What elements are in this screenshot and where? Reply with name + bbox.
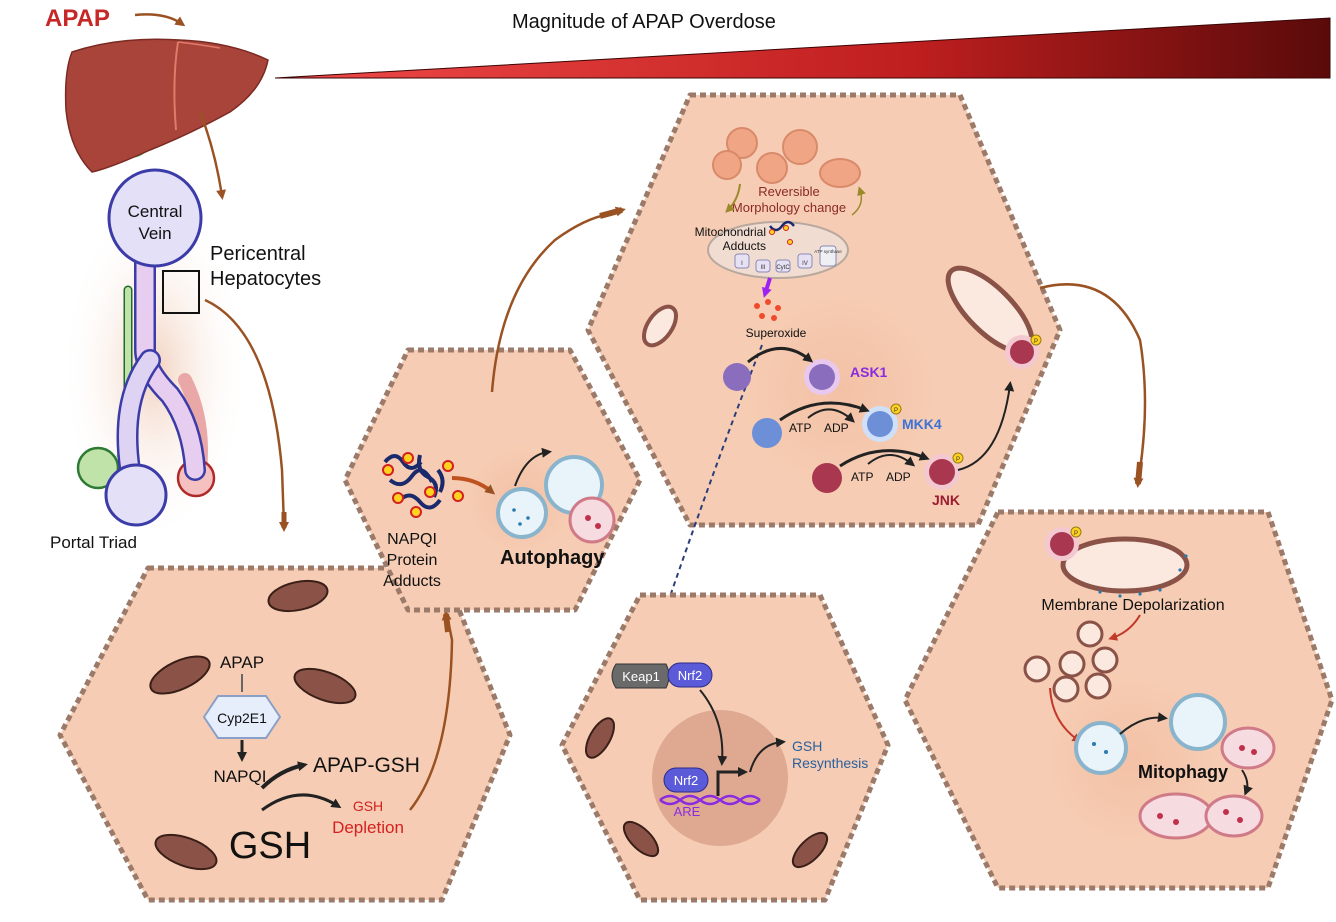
ask1-inactive [723, 363, 751, 391]
svg-text:III: III [760, 265, 765, 271]
mitochondria-swollen-group [712, 127, 861, 188]
liver-to-lobule-arrow [198, 111, 227, 200]
depletion-to-adducts-arrow [409, 619, 454, 811]
mkk4-label: MKK4 [902, 416, 942, 432]
nrf2-nuclear-label: Nrf2 [674, 773, 699, 788]
napqi-label: NAPQI [214, 767, 267, 786]
superoxide-label: Superoxide [746, 326, 807, 340]
mitochondrion-inner-left [642, 304, 678, 348]
lysosome-degradation-icon [1138, 792, 1264, 840]
adducts-label-1: NAPQI [387, 531, 437, 548]
depolarization-label: Membrane Depolarization [1041, 597, 1224, 614]
mkk4-inactive [752, 418, 782, 448]
atp-label-1: ATP [789, 421, 811, 435]
mkk4-active [867, 411, 893, 437]
depletion-label: Depletion [332, 818, 404, 837]
mito-to-mitophagy-arrow [1039, 283, 1147, 471]
liver-icon [64, 38, 269, 173]
adducts-label-3: Adducts [383, 573, 441, 590]
svg-text:P: P [1074, 531, 1078, 537]
central-vein-label-2: Vein [138, 224, 171, 243]
reversible-label-2: Morphology change [732, 200, 846, 215]
overdose-gradient-title: Magnitude of APAP Overdose [512, 11, 776, 33]
svg-text:P: P [956, 457, 960, 463]
are-label: ARE [674, 804, 701, 819]
cyp2e1-enzyme [202, 695, 282, 739]
pericentral-label-2: Hepatocytes [210, 268, 321, 290]
napqi-adducts-cluster [382, 452, 464, 518]
apap-to-liver-arrow [134, 13, 186, 27]
mkk4-phospho [890, 403, 902, 415]
ask1-active [809, 364, 835, 390]
liver-lobule [60, 168, 250, 545]
mitochondrion-etc: I III CytC IV ATP synthase [707, 220, 849, 279]
apap-label: APAP [220, 653, 264, 672]
svg-text:P: P [894, 408, 898, 414]
apap-gsh-label: APAP-GSH [313, 754, 420, 777]
atp-label-2: ATP [851, 470, 873, 484]
mito-adducts-label-2: Adducts [723, 239, 766, 253]
ask1-label: ASK1 [850, 364, 888, 380]
nucleus [652, 710, 788, 846]
dna-helix [659, 794, 761, 806]
gsh-resynthesis-label-2: Resynthesis [792, 755, 868, 771]
mitochondria-group-4 [585, 717, 829, 869]
svg-text:P: P [1034, 339, 1038, 345]
adp-label-1: ADP [824, 421, 849, 435]
mitochondria-group-1 [149, 579, 357, 871]
superoxide-to-keap1-arrow [652, 344, 763, 644]
gsh-resynthesis-label-1: GSH [792, 738, 822, 754]
superoxide-dots [754, 299, 781, 321]
central-vein-label-1: Central [128, 202, 183, 221]
portal-triad-label: Portal Triad [50, 533, 137, 552]
adp-label-2: ADP [886, 470, 911, 484]
keap1-label: Keap1 [622, 669, 660, 684]
pericentral-label-1: Pericentral [210, 243, 306, 265]
cyp2e1-label: Cyp2E1 [217, 710, 267, 726]
svg-text:ATP synthase: ATP synthase [814, 249, 842, 254]
jnk-active [929, 459, 955, 485]
fragmented-mitochondria [1023, 620, 1119, 703]
jnk-phospho [952, 452, 964, 464]
lobule-to-cell-arrow [204, 298, 286, 527]
mitophagosome-icon [1074, 721, 1128, 775]
mito-adducts-label-1: Mitochondrial [695, 225, 766, 239]
gsh-small-label: GSH [353, 798, 383, 814]
svg-text:CytC: CytC [776, 265, 790, 271]
apap-title: APAP [45, 5, 110, 32]
mito-autolysosome-icon [1169, 693, 1276, 770]
jnk-on-mito [1010, 340, 1034, 364]
autophagosome-icon [496, 487, 548, 539]
jnk-label: JNK [932, 492, 960, 508]
mitophagy-label: Mitophagy [1138, 762, 1228, 782]
autophagy-label: Autophagy [500, 547, 605, 569]
jnk-on-depolarized-mito [1050, 532, 1074, 556]
autolysosome-icon [544, 455, 616, 544]
reversible-label-1: Reversible [758, 184, 819, 199]
nrf2-cytoplasm [667, 662, 713, 688]
keap1-protein [611, 663, 670, 689]
adducts-label-2: Protein [387, 552, 438, 569]
svg-text:I: I [741, 261, 743, 267]
nrf2-nuclear [663, 767, 709, 793]
gsh-label: GSH [229, 825, 311, 867]
nrf2-label: Nrf2 [678, 668, 703, 683]
jnk-inactive [812, 463, 842, 493]
autophagy-to-mito-arrow [490, 212, 611, 393]
overdose-gradient-wedge [274, 17, 1331, 79]
svg-text:IV: IV [802, 261, 808, 267]
depolarized-mitochondrion [1060, 536, 1190, 598]
